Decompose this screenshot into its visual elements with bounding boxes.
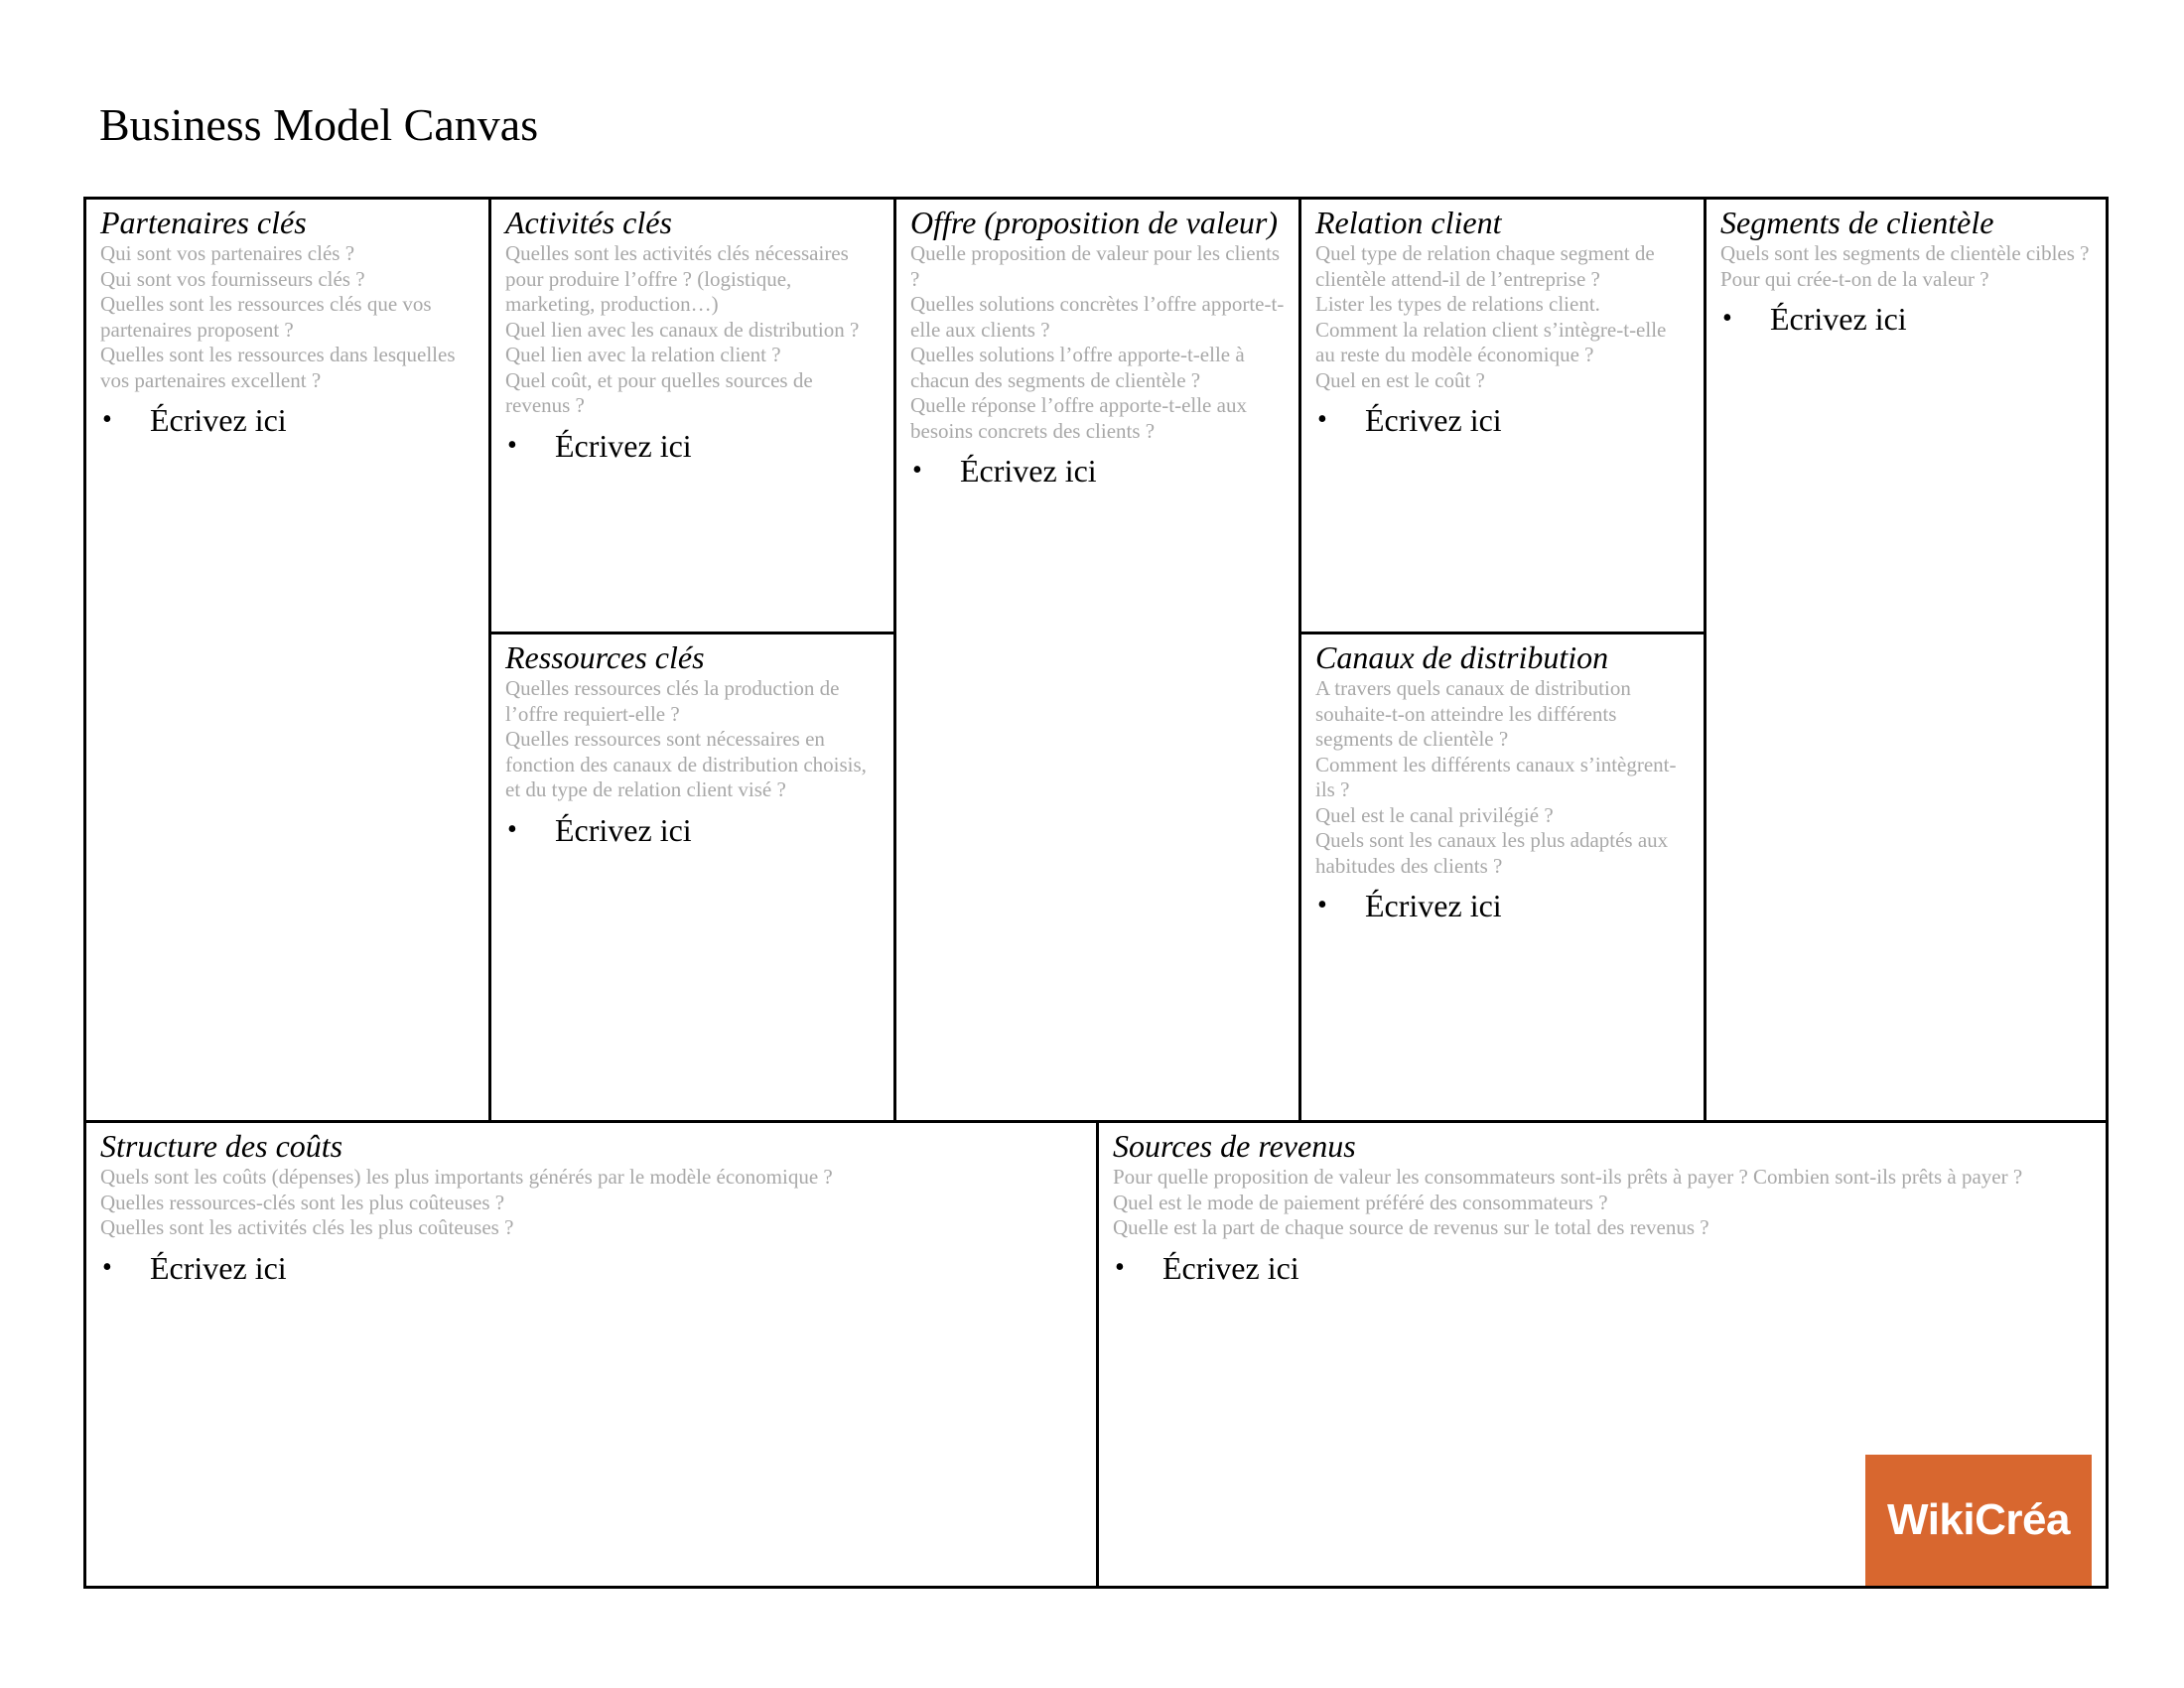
cell-key-activities: Activités clés Quelles sont les activité… [491,200,893,632]
bullet-item[interactable]: • Écrivez ici [910,452,1285,490]
bullet-item[interactable]: • Écrivez ici [100,401,475,439]
bullet-text: Écrivez ici [1365,888,1502,923]
hint-line: Quel lien avec la relation client ? [505,343,781,366]
cell-channels: Canaux de distribution A travers quels c… [1301,634,1704,1120]
bullet-dot: • [1722,303,1732,334]
bullet-list: • Écrivez ici [505,427,880,465]
bullet-text: Écrivez ici [1365,402,1502,438]
cell-title: Offre (proposition de valeur) [910,205,1279,240]
hint-line: Pour qui crée-t-on de la valeur ? [1720,266,1989,291]
bullet-text: Écrivez ici [1770,301,1907,337]
hint-line: Comment les différents canaux s’intègren… [1315,752,1677,802]
hint-line: Quelles sont les ressources clés que vos… [100,292,432,342]
bullet-dot: • [507,813,517,845]
hint-line: Comment la relation client s’intègre-t-e… [1315,317,1667,367]
hint-line: Quel lien avec les canaux de distributio… [505,317,860,342]
cell-title: Segments de clientèle [1720,205,1994,240]
hint-line: Quels sont les coûts (dépenses) les plus… [100,1165,833,1189]
cell-revenue-streams: Sources de revenus Pour quelle propositi… [1099,1123,2106,1586]
cell-key-partners: Partenaires clés Qui sont vos partenaire… [86,200,488,1120]
bullet-text: Écrivez ici [555,427,692,464]
page-title: Business Model Canvas [99,99,539,150]
cell-title: Sources de revenus [1113,1128,1356,1164]
bullet-list: • Écrivez ici [910,452,1285,490]
cell-customer-segments: Segments de clientèle Quels sont les seg… [1706,200,2106,1120]
wikicrea-logo: WikiCréa [1865,1455,2092,1586]
bullet-dot: • [102,1251,112,1283]
hint-line: Quelles ressources clés la production de… [505,676,840,726]
cell-title: Ressources clés [505,639,705,675]
cell-key-resources: Ressources clés Quelles ressources clés … [491,634,893,1120]
bullet-item[interactable]: • Écrivez ici [1315,401,1690,439]
hint-line: Quelles solutions concrètes l’offre appo… [910,292,1285,342]
bullet-text: Écrivez ici [1162,1249,1299,1286]
divider [893,200,896,1123]
bullet-item[interactable]: • Écrivez ici [1315,887,1690,924]
hint-line: Quelles ressources-clés sont les plus co… [100,1190,505,1214]
hint-line: Quelle réponse l’offre apporte-t-elle au… [910,393,1247,443]
bullet-list: • Écrivez ici [505,811,880,849]
bullet-text: Écrivez ici [150,1249,287,1286]
bullet-item[interactable]: • Écrivez ici [100,1249,1082,1287]
hint-line: Pour quelle proposition de valeur les co… [1113,1165,2023,1189]
hint-line: Quels sont les canaux les plus adaptés a… [1315,828,1669,878]
bullet-dot: • [912,455,922,486]
hint-line: Quel type de relation chaque segment de … [1315,241,1655,291]
hint-line: Quelle proposition de valeur pour les cl… [910,241,1281,291]
cell-title: Canaux de distribution [1315,639,1609,675]
cell-title: Activités clés [505,205,672,240]
cell-customer-relationships: Relation client Quel type de relation ch… [1301,200,1704,632]
cell-cost-structure: Structure des coûts Quels sont les coûts… [86,1123,1096,1586]
bullet-text: Écrivez ici [960,453,1097,489]
bullet-text: Écrivez ici [150,402,287,438]
hint-line: Qui sont vos fournisseurs clés ? [100,266,365,291]
hint-line: Quelles sont les activités clés les plus… [100,1215,514,1239]
hint-line: Quel coût, et pour quelles sources de re… [505,367,813,418]
bullet-item[interactable]: • Écrivez ici [1113,1249,2092,1287]
bullet-list: • Écrivez ici [1315,401,1690,439]
business-model-canvas: Partenaires clés Qui sont vos partenaire… [83,197,2109,1589]
hint-line: A travers quels canaux de distribution s… [1315,676,1631,751]
cell-title: Partenaires clés [100,205,307,240]
hint-line: Quelles sont les activités clés nécessai… [505,241,849,316]
hint-line: Quels sont les segments de clientèle cib… [1720,241,2090,265]
hint-line: Quelles sont les ressources dans lesquel… [100,343,456,392]
bullet-list: • Écrivez ici [100,1249,1082,1287]
divider [1096,1120,1099,1586]
hint-line: Qui sont vos partenaires clés ? [100,241,355,265]
bullet-list: • Écrivez ici [1113,1249,2092,1287]
bullet-item[interactable]: • Écrivez ici [505,811,880,849]
bullet-item[interactable]: • Écrivez ici [1720,300,2092,338]
bullet-list: • Écrivez ici [100,401,475,439]
cell-title: Structure des coûts [100,1128,343,1164]
bullet-list: • Écrivez ici [1720,300,2092,338]
hint-line: Quelles ressources sont nécessaires en f… [505,727,867,801]
bullet-dot: • [1317,890,1327,920]
hint-line: Quelle est la part de chaque source de r… [1113,1215,1709,1239]
bullet-dot: • [1115,1251,1125,1283]
hint-line: Quel en est le coût ? [1315,367,1485,392]
divider [1298,632,1706,634]
cell-title: Relation client [1315,205,1502,240]
divider [488,200,491,1123]
divider [1704,200,1706,1123]
hint-line: Quelles solutions l’offre apporte-t-elle… [910,343,1245,392]
bullet-dot: • [507,429,517,461]
bullet-text: Écrivez ici [555,811,692,848]
bullet-dot: • [1317,404,1327,435]
divider [1298,200,1301,1123]
hint-line: Quel est le canal privilégié ? [1315,802,1554,827]
hint-line: Lister les types de relations client. [1315,292,1600,316]
hint-line: Quel est le mode de paiement préféré des… [1113,1190,1608,1214]
bullet-item[interactable]: • Écrivez ici [505,427,880,465]
bullet-list: • Écrivez ici [1315,887,1690,924]
cell-value-proposition: Offre (proposition de valeur) Quelle pro… [896,200,1298,1120]
divider [488,632,896,634]
bullet-dot: • [102,404,112,435]
